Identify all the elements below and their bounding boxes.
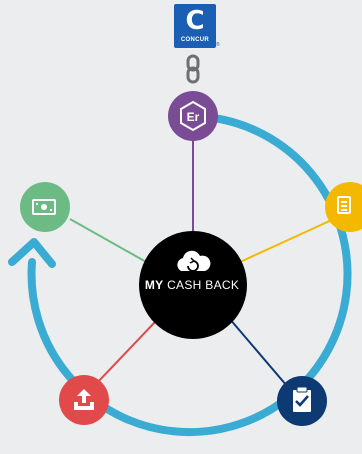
node-expense-report-label: Er — [187, 110, 200, 124]
node-reimburse[interactable] — [20, 182, 70, 232]
connector-approval — [228, 317, 288, 387]
center-label: MY CASH BACK — [140, 278, 244, 292]
connector-submit — [95, 321, 156, 385]
connector-reimburse — [69, 218, 149, 264]
center-circle — [139, 231, 247, 339]
upload-tray-icon — [74, 389, 94, 410]
cloud-refresh-icon — [177, 250, 211, 272]
concur-logo-letter: C — [185, 6, 205, 36]
center-label-light: CASH BACK — [167, 278, 240, 292]
registered-mark: ® — [216, 42, 220, 48]
cash-icon — [32, 199, 56, 215]
concur-logo-wordmark: CONCUR — [180, 37, 210, 43]
document-icon — [337, 196, 351, 214]
node-approval[interactable] — [277, 376, 327, 426]
center-label-bold: MY — [144, 278, 164, 292]
connector-receipt — [239, 217, 337, 263]
cycle-arrowhead-icon — [8, 238, 56, 268]
clipboard-check-icon — [293, 386, 311, 412]
node-submit[interactable] — [59, 375, 109, 425]
chain-link-icon — [186, 54, 200, 84]
hexagon-er-icon — [180, 100, 206, 132]
node-receipt[interactable] — [325, 182, 362, 232]
node-expense-report[interactable]: Er — [168, 91, 218, 141]
concur-logo: C CONCUR — [174, 4, 216, 48]
